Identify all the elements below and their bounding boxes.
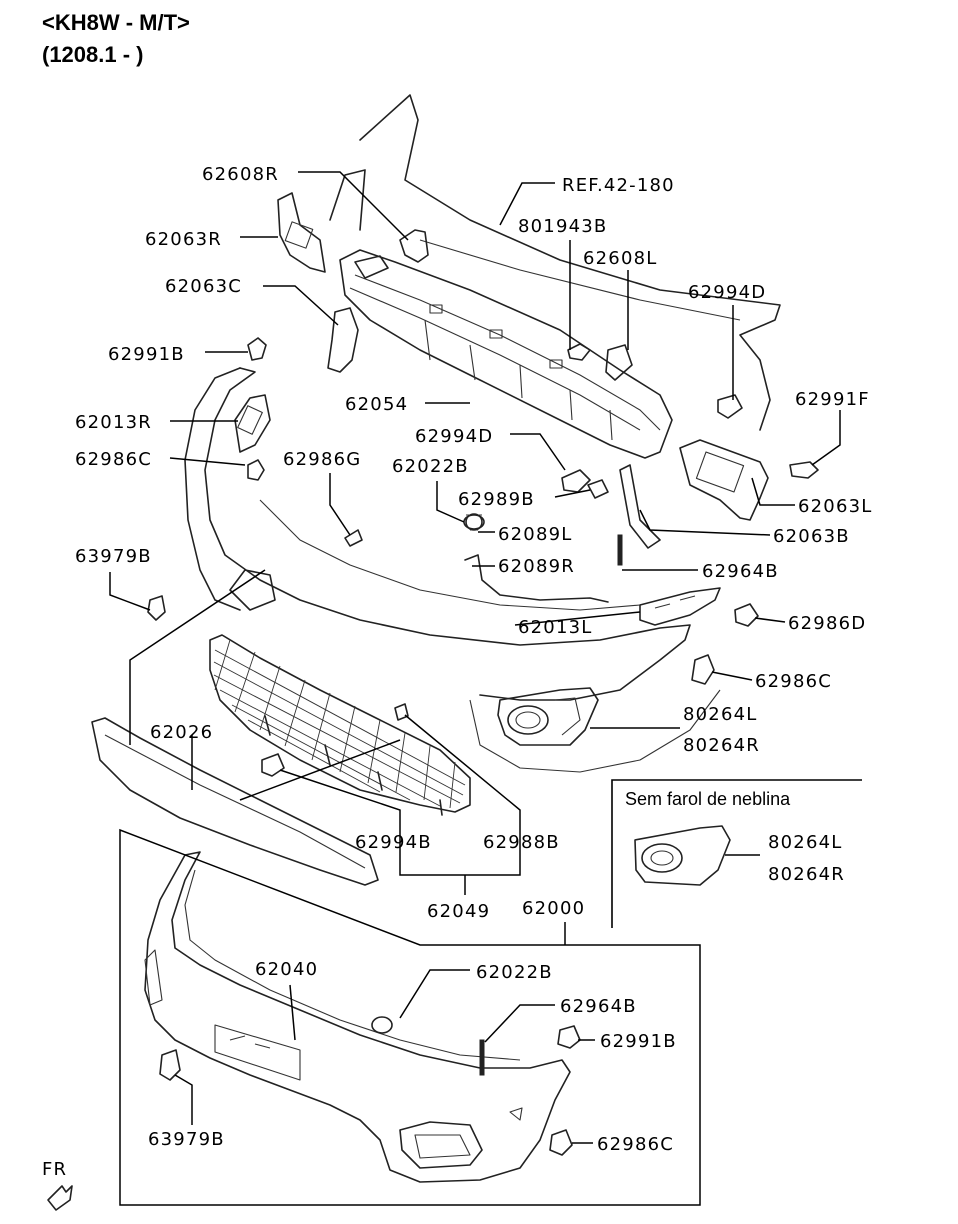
- label-62054: 62054: [345, 394, 408, 415]
- label-62013R: 62013R: [75, 412, 152, 433]
- label-62040: 62040: [255, 959, 318, 980]
- reinforcement-beam: [339, 249, 673, 459]
- label-62063C: 62063C: [165, 276, 242, 297]
- label-62013L: 62013L: [518, 617, 593, 638]
- bracket-62608R: [399, 229, 429, 263]
- label-62964B-bot: 62964B: [560, 996, 637, 1017]
- bracket-62013L: [639, 587, 721, 626]
- production-period: (1208.1 - ): [42, 42, 144, 67]
- mesh-grille: [209, 634, 471, 816]
- front-direction-label: FR: [42, 1159, 67, 1180]
- label-80264R-box: 80264R: [768, 864, 845, 885]
- bracket-62063R: [277, 192, 326, 273]
- upper-bumper-cover: [184, 367, 721, 773]
- main-bumper-62000: [144, 851, 571, 1183]
- label-62989B: 62989B: [458, 489, 535, 510]
- label-62026: 62026: [150, 722, 213, 743]
- front-arrow-icon: [47, 1185, 73, 1211]
- label-ref: REF.42-180: [562, 175, 675, 196]
- label-62994D-mid: 62994D: [415, 426, 493, 447]
- leader-lines: [109, 171, 841, 1206]
- model-code: <KH8W - M/T>: [42, 10, 190, 35]
- label-62994B: 62994B: [355, 832, 432, 853]
- body-outline-reference: [329, 94, 781, 431]
- label-62986C-left: 62986C: [75, 449, 152, 470]
- label-63979B-top: 63979B: [75, 546, 152, 567]
- bracket-62013R: [234, 394, 271, 453]
- label-62000: 62000: [522, 898, 585, 919]
- label-62991F: 62991F: [795, 389, 870, 410]
- label-62022B-bot: 62022B: [476, 962, 553, 983]
- label-62089L: 62089L: [498, 524, 573, 545]
- label-62986G: 62986G: [283, 449, 361, 470]
- label-62994D-top: 62994D: [688, 282, 766, 303]
- label-62991B-top: 62991B: [108, 344, 185, 365]
- fog-lamp-bezel-box: [634, 825, 731, 886]
- label-62986C-bot: 62986C: [597, 1134, 674, 1155]
- label-62089R: 62089R: [498, 556, 575, 577]
- label-62991B-bot: 62991B: [600, 1031, 677, 1052]
- inset-box: [611, 779, 862, 928]
- label-62988B: 62988B: [483, 832, 560, 853]
- label-62986D: 62986D: [788, 613, 866, 634]
- label-80264L-top: 80264L: [683, 704, 758, 725]
- label-62964B-top: 62964B: [702, 561, 779, 582]
- label-62063L: 62063L: [798, 496, 873, 517]
- label-62063R: 62063R: [145, 229, 222, 250]
- label-62022B-top: 62022B: [392, 456, 469, 477]
- label-62049: 62049: [427, 901, 490, 922]
- label-62608L: 62608L: [583, 248, 658, 269]
- lower-lip-62026: [91, 717, 379, 886]
- bracket-62063L: [679, 439, 769, 521]
- bracket-62063B: [619, 464, 661, 549]
- label-62986C-right: 62986C: [755, 671, 832, 692]
- label-80264L-box: 80264L: [768, 832, 843, 853]
- label-62063B: 62063B: [773, 526, 850, 547]
- inset-note: Sem farol de neblina: [625, 789, 791, 809]
- label-80264R-top: 80264R: [683, 735, 760, 756]
- label-801943B: 801943B: [518, 216, 607, 237]
- fog-lamp-bezel-top: [497, 687, 599, 746]
- label-62608R: 62608R: [202, 164, 279, 185]
- part-labels: REF.42-180 62608R 62063R 62063C 62991B 6…: [75, 164, 873, 1155]
- label-63979B-bot: 63979B: [148, 1129, 225, 1150]
- bracket-62063C: [327, 307, 359, 373]
